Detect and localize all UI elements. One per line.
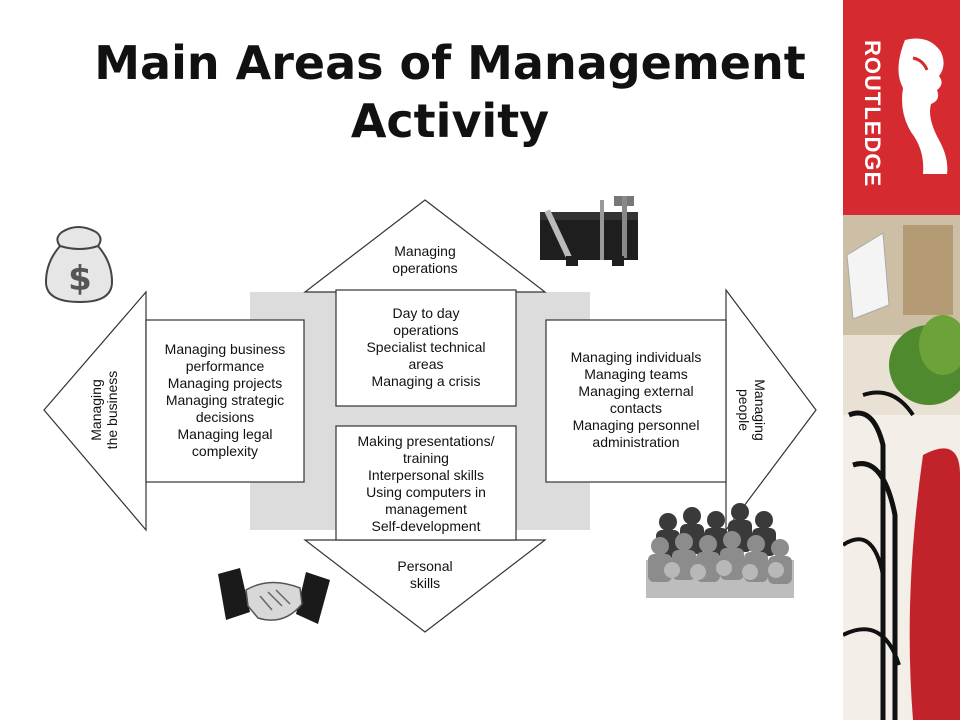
center-top-line: areas — [408, 356, 444, 372]
right-box-line: Managing personnel — [572, 417, 700, 433]
left-arrow-line-2: the business — [104, 370, 120, 450]
right-box-line: Managing external — [578, 383, 694, 399]
money-bag-icon: $ — [44, 226, 114, 304]
left-box-line: Managing strategic — [165, 392, 285, 408]
center-bottom-line: Making presentations/ — [357, 433, 495, 449]
center-bottom-line: Using computers in — [366, 484, 486, 500]
top-arrow-line-2: operations — [392, 260, 458, 276]
brand-name: ROUTLEDGE — [860, 40, 885, 188]
left-box-line: Managing legal — [177, 426, 273, 442]
left-box-line: performance — [185, 358, 265, 374]
cafe-photo — [843, 215, 960, 720]
crowd-icon — [646, 503, 794, 598]
title-line-2: Activity — [350, 94, 550, 148]
right-arrow-label: Managing people — [736, 350, 768, 470]
right-box-text: Managing individuals Managing teams Mana… — [548, 349, 724, 451]
slide-title: Main Areas of Management Activity — [90, 34, 810, 150]
left-box — [145, 319, 305, 483]
left-box-line: complexity — [191, 443, 259, 459]
center-top-line: Managing a crisis — [371, 373, 481, 389]
center-top-line: Specialist technical — [366, 339, 486, 355]
center-top-line: Day to day — [392, 305, 460, 321]
right-arrow-line-1: Managing — [752, 379, 768, 441]
left-box-line: Managing business — [164, 341, 286, 357]
left-box-line: Managing projects — [167, 375, 283, 391]
right-box-line: contacts — [609, 400, 663, 416]
bottom-arrow-line-1: Personal — [397, 558, 453, 574]
bottom-arrow-label: Personal skills — [355, 558, 495, 592]
bottom-arrow-line-2: skills — [409, 575, 441, 591]
management-diagram: $ — [43, 196, 817, 633]
title-line-1: Main Areas of Management — [94, 36, 806, 90]
right-arrow-line-2: people — [736, 388, 752, 432]
right-box — [545, 319, 727, 483]
center-bottom-box-text: Making presentations/ training Interpers… — [338, 433, 514, 535]
svg-text:$: $ — [68, 259, 92, 299]
center-bottom-line: Interpersonal skills — [368, 467, 484, 483]
center-bottom-line: Self-development — [371, 518, 481, 534]
center-bottom-box — [335, 425, 517, 541]
routledge-logo: ROUTLEDGE — [843, 0, 960, 215]
left-arrow-label: Managing the business — [88, 350, 120, 470]
center-top-box-text: Day to day operations Specialist technic… — [338, 305, 514, 390]
left-box-line: decisions — [195, 409, 255, 425]
top-arrow-line-1: Managing — [394, 243, 456, 259]
brand-strip: ROUTLEDGE — [843, 0, 960, 720]
center-top-box — [335, 289, 517, 407]
toolbox-icon — [540, 196, 638, 266]
center-top-line: operations — [393, 322, 459, 338]
handshake-icon — [218, 568, 330, 624]
left-arrow-line-1: Managing — [88, 379, 104, 441]
right-box-line: Managing teams — [584, 366, 688, 382]
right-box-line: Managing individuals — [570, 349, 702, 365]
profile-silhouette-icon — [898, 38, 948, 174]
top-arrow-label: Managing operations — [355, 243, 495, 277]
left-box-text: Managing business performance Managing p… — [148, 341, 302, 460]
right-box-line: administration — [592, 434, 680, 450]
center-bottom-line: management — [385, 501, 467, 517]
center-bottom-line: training — [403, 450, 449, 466]
